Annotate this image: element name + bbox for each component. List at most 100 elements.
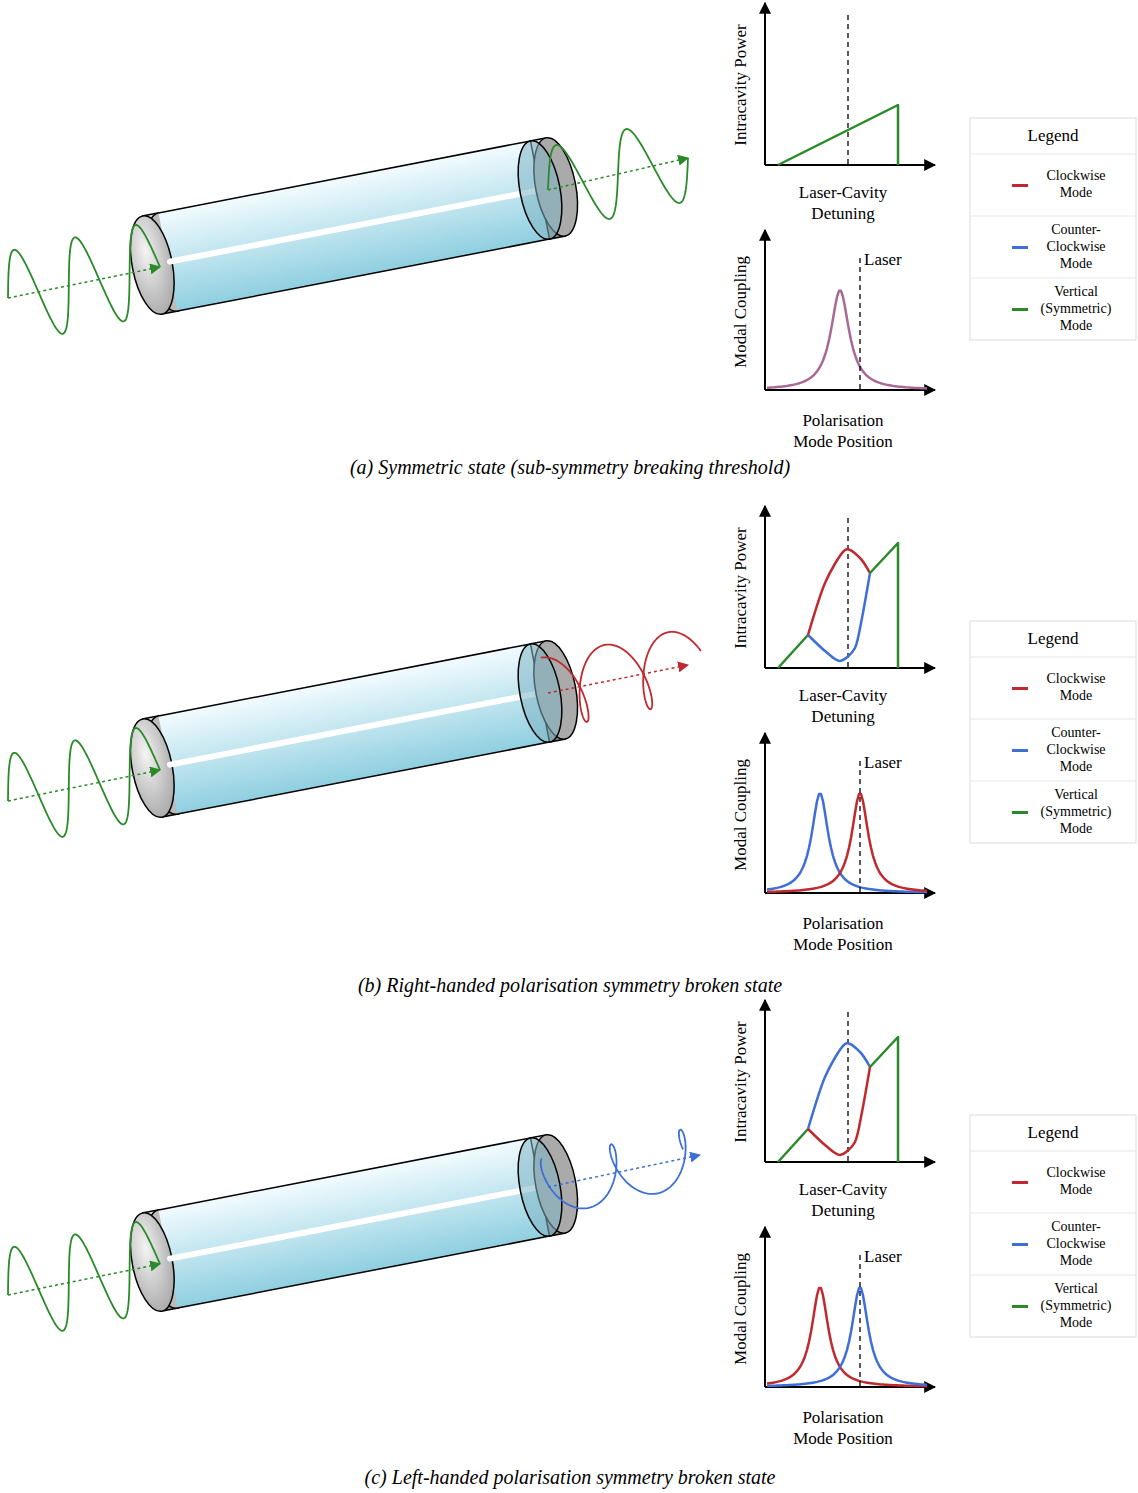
legend-separator — [970, 657, 1136, 658]
output-mirror — [511, 640, 569, 746]
beam-axis-arrow — [548, 1155, 700, 1187]
power-curve — [870, 543, 898, 668]
axis-label: Modal Coupling — [730, 256, 751, 368]
power-curve — [808, 573, 870, 661]
legend-separator — [970, 1275, 1136, 1276]
output-mirror — [511, 1134, 569, 1240]
legend-box — [970, 118, 1136, 340]
axis-label: Laser-Cavity Detuning — [783, 182, 903, 225]
input-mirror — [123, 715, 181, 821]
legend-box — [970, 1115, 1136, 1337]
y-axis — [764, 733, 766, 893]
coupling-curve — [767, 794, 927, 892]
linear-polarised-wave — [8, 728, 160, 837]
axis-label: Laser-Cavity Detuning — [783, 685, 903, 728]
cavity-body — [158, 644, 549, 814]
beam-path — [170, 1188, 534, 1258]
legend-text: Counter-Clockwise Mode — [1036, 222, 1116, 272]
circular-polarised-wave — [541, 1130, 686, 1209]
resonator-cylinder — [123, 637, 585, 821]
panel-caption: (c) Left-handed polarisation symmetry br… — [365, 1465, 776, 1490]
axis-label: Polarisation Mode Position — [784, 1407, 902, 1450]
x-axis — [765, 389, 935, 391]
axis-label: Laser-Cavity Detuning — [783, 1179, 903, 1222]
power-curve — [778, 635, 808, 668]
input-mirror — [123, 212, 181, 318]
legend-separator — [970, 278, 1136, 279]
y-axis — [764, 1000, 766, 1162]
legend-title: Legend — [1028, 628, 1079, 649]
coupling-curve — [767, 1288, 927, 1386]
axis-label: Polarisation Mode Position — [784, 410, 902, 453]
x-axis — [765, 164, 935, 166]
beam-axis-arrow — [8, 1264, 160, 1295]
legend-text: Vertical (Symmetric) Mode — [1036, 1281, 1116, 1331]
legend-swatch — [1012, 749, 1028, 752]
axis-label: Polarisation Mode Position — [784, 913, 902, 956]
legend-separator — [970, 781, 1136, 782]
output-mirror — [511, 137, 569, 243]
x-axis — [765, 667, 935, 669]
linear-polarised-wave — [8, 1222, 160, 1331]
legend-title: Legend — [1028, 125, 1079, 146]
power-curve — [778, 105, 898, 165]
laser-label: Laser — [864, 752, 902, 773]
cavity-body — [158, 1138, 549, 1308]
laser-marker — [847, 1012, 848, 1162]
legend-box — [970, 621, 1136, 843]
circular-polarised-wave — [541, 632, 701, 722]
legend-title: Legend — [1028, 1122, 1079, 1143]
power-curve — [870, 1037, 898, 1162]
legend-swatch — [1012, 1181, 1028, 1184]
legend-swatch — [1012, 811, 1028, 814]
laser-marker — [859, 258, 860, 390]
laser-marker — [859, 1255, 860, 1387]
legend-separator — [970, 719, 1136, 720]
coupling-curve — [767, 1288, 927, 1386]
panel-illustration — [8, 1000, 1136, 1387]
coupling-curve — [767, 291, 927, 389]
legend-text: Clockwise Mode — [1036, 1165, 1116, 1199]
linear-polarised-wave — [548, 129, 688, 219]
legend-text: Counter-Clockwise Mode — [1036, 725, 1116, 775]
laser-marker — [847, 15, 848, 165]
beam-path — [170, 191, 534, 261]
power-curve — [808, 1067, 870, 1155]
beam-axis-arrow — [8, 267, 160, 298]
legend-text: Clockwise Mode — [1036, 671, 1116, 705]
legend-separator — [970, 1213, 1136, 1214]
y-axis — [764, 3, 766, 165]
laser-label: Laser — [864, 1246, 902, 1267]
legend-separator — [970, 1151, 1136, 1152]
panel-caption: (a) Symmetric state (sub-symmetry breaki… — [350, 455, 790, 480]
panel-caption: (b) Right-handed polarisation symmetry b… — [358, 973, 782, 998]
y-axis — [764, 506, 766, 668]
beam-path — [170, 694, 534, 764]
legend-text: Counter-Clockwise Mode — [1036, 1219, 1116, 1269]
y-axis — [764, 230, 766, 390]
laser-marker — [847, 518, 848, 668]
axis-label: Modal Coupling — [730, 759, 751, 871]
legend-swatch — [1012, 687, 1028, 690]
beam-axis-arrow — [8, 770, 160, 801]
axis-label: Intracavity Power — [730, 1021, 751, 1142]
legend-swatch — [1012, 246, 1028, 249]
laser-label: Laser — [864, 249, 902, 270]
x-axis — [765, 1161, 935, 1163]
legend-swatch — [1012, 308, 1028, 311]
beam-axis-arrow — [548, 665, 688, 693]
legend-text: Vertical (Symmetric) Mode — [1036, 787, 1116, 837]
legend-swatch — [1012, 184, 1028, 187]
panel-illustration — [8, 506, 1136, 893]
legend-text: Vertical (Symmetric) Mode — [1036, 284, 1116, 334]
legend-separator — [970, 154, 1136, 155]
panel-illustration — [8, 3, 1136, 390]
linear-polarised-wave — [8, 225, 160, 334]
power-curve — [778, 1129, 808, 1162]
input-mirror — [123, 1209, 181, 1315]
legend-swatch — [1012, 1305, 1028, 1308]
axis-label: Modal Coupling — [730, 1253, 751, 1365]
resonator-cylinder — [123, 134, 585, 318]
